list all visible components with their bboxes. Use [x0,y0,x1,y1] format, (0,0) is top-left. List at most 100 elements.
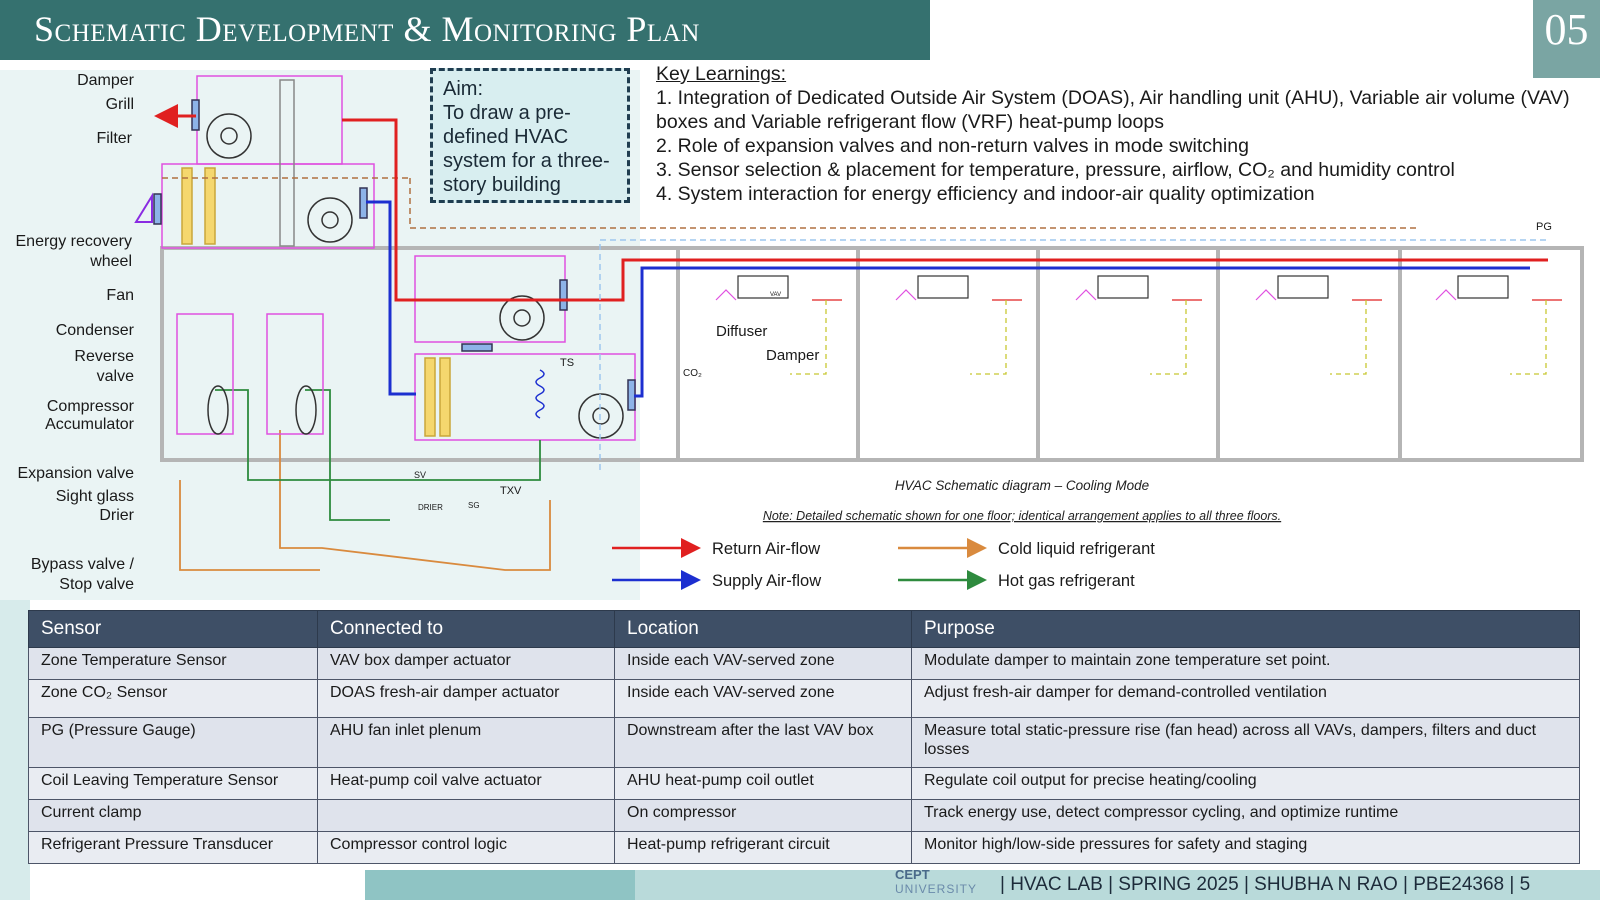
key-learnings-heading: Key Learnings: [656,63,787,85]
label-drier-box: DRIER [418,503,443,512]
label-diffuser: Diffuser [716,323,767,340]
cell-connected [317,799,615,832]
table-row: Coil Leaving Temperature Sensor Heat-pum… [28,767,1580,800]
component-labels: Damper Grill Filter Energy recovery whee… [16,72,135,593]
supply-air-duct [366,200,1530,398]
label-reverse: Reverse [74,348,134,365]
page-number: 05 [1544,5,1589,54]
condenser-units [176,313,324,435]
key-learning-item: 1. Integration of Dedicated Outside Air … [656,87,1570,133]
cell-connected: AHU fan inlet plenum [317,717,615,768]
cell-sensor: Refrigerant Pressure Transducer [28,831,318,864]
col-purpose: Purpose [911,610,1580,648]
label-accumulator: Accumulator [45,416,135,433]
legend-cold: Cold liquid refrigerant [998,540,1155,558]
label-pg: PG [1536,221,1552,233]
cell-sensor: PG (Pressure Gauge) [28,717,318,768]
building-floors [160,246,1584,462]
cell-purpose: Measure total static-pressure rise (fan … [911,717,1580,768]
label-wheel: wheel [89,253,132,270]
cell-location: AHU heat-pump coil outlet [614,767,912,800]
label-condenser: Condenser [56,322,135,339]
label-expansion-valve: Expansion valve [17,465,134,482]
background-panel-lower [0,600,30,900]
sensor-table: Sensor Connected to Location Purpose Zon… [28,610,1580,864]
cell-connected: Heat-pump coil valve actuator [317,767,615,800]
logo-top: CEPT [895,867,930,882]
col-connected: Connected to [317,610,615,648]
doas-unit [134,75,375,249]
label-drier: Drier [99,507,134,524]
legend-hot: Hot gas refrigerant [998,572,1135,590]
cell-purpose: Monitor high/low-side pressures for safe… [911,831,1580,864]
logo-bottom: UNIVERSITY [895,882,978,896]
hvac-schematic: Damper Grill Filter Energy recovery whee… [16,72,1584,593]
cell-sensor: Zone Temperature Sensor [28,647,318,680]
label-sight-glass: Sight glass [56,488,134,505]
cell-sensor: Current clamp [28,799,318,832]
aim-heading: Aim: [443,78,483,100]
key-learnings: Key Learnings: 1. Integration of Dedicat… [656,62,1596,206]
footer-band-accent [365,870,635,900]
label-co2: CO₂ [683,368,702,379]
label-filter: Filter [96,130,132,147]
table-row: Zone CO₂ Sensor DOAS fresh-air damper ac… [28,679,1580,718]
label-sv: SV [414,470,426,480]
legend-return: Return Air-flow [712,540,820,558]
aim-text: To draw a pre-defined HVAC system for a … [443,102,610,196]
university-logo: CEPT UNIVERSITY [895,867,978,897]
label-grill: Grill [106,96,134,113]
label-stop-valve: Stop valve [59,576,134,593]
table-row: Current clamp On compressor Track energy… [28,799,1580,832]
cell-location: Heat-pump refrigerant circuit [614,831,912,864]
label-zone-damper: Damper [766,347,819,364]
diagram-caption: HVAC Schematic diagram – Cooling Mode [895,478,1149,493]
table-row: Zone Temperature Sensor VAV box damper a… [28,647,1580,680]
zone-vav-boxes [715,275,1562,301]
label-bypass-valve: Bypass valve / [31,556,135,573]
cell-purpose: Modulate damper to maintain zone tempera… [911,647,1580,680]
label-fan: Fan [106,287,134,304]
table-header-row: Sensor Connected to Location Purpose [28,610,1580,648]
legend: Return Air-flow Supply Air-flow Cold liq… [612,538,1155,590]
legend-supply: Supply Air-flow [712,572,821,590]
cell-location: Inside each VAV-served zone [614,679,912,718]
cell-sensor: Coil Leaving Temperature Sensor [28,767,318,800]
page-title: Schematic Development & Monitoring Plan [34,9,700,49]
key-learning-item: 2. Role of expansion valves and non-retu… [656,135,1249,157]
zone-labels: Diffuser Damper PG TS CO₂ VAV DRIER SG S… [414,221,1552,512]
cell-connected: Compressor control logic [317,831,615,864]
cold-liquid-lines [179,430,551,571]
fresh-air-duct [599,239,1548,470]
ts-signal-lines [790,300,1547,375]
key-learning-item: 3. Sensor selection & placement for temp… [656,159,1455,181]
return-air-duct [154,104,1548,302]
label-vav: VAV [770,292,781,298]
col-sensor: Sensor [28,610,318,648]
hot-gas-lines [215,389,541,521]
cell-location: Downstream after the last VAV box [614,717,912,768]
page-number-box: 05 [1533,0,1600,78]
table-row: PG (Pressure Gauge) AHU fan inlet plenum… [28,717,1580,768]
cell-connected: DOAS fresh-air damper actuator [317,679,615,718]
diagram-note: Note: Detailed schematic shown for one f… [763,509,1281,523]
label-txv: TXV [500,485,522,497]
cell-purpose: Track energy use, detect compressor cycl… [911,799,1580,832]
aim-box: Aim: To draw a pre-defined HVAC system f… [430,68,630,203]
label-damper: Damper [77,72,135,89]
cell-sensor: Zone CO₂ Sensor [28,679,318,718]
ahu-unit [414,255,636,441]
label-ts: TS [560,357,574,369]
label-valve: valve [97,368,134,385]
title-bar: Schematic Development & Monitoring Plan [0,0,930,60]
cell-purpose: Regulate coil output for precise heating… [911,767,1580,800]
label-energy-recovery: Energy recovery [16,233,133,250]
col-location: Location [614,610,912,648]
cell-location: Inside each VAV-served zone [614,647,912,680]
table-row: Refrigerant Pressure Transducer Compress… [28,831,1580,864]
cell-purpose: Adjust fresh-air damper for demand-contr… [911,679,1580,718]
footer-text: | HVAC LAB | SPRING 2025 | SHUBHA N RAO … [1000,874,1531,895]
cell-location: On compressor [614,799,912,832]
cell-connected: VAV box damper actuator [317,647,615,680]
label-sg: SG [468,501,480,510]
